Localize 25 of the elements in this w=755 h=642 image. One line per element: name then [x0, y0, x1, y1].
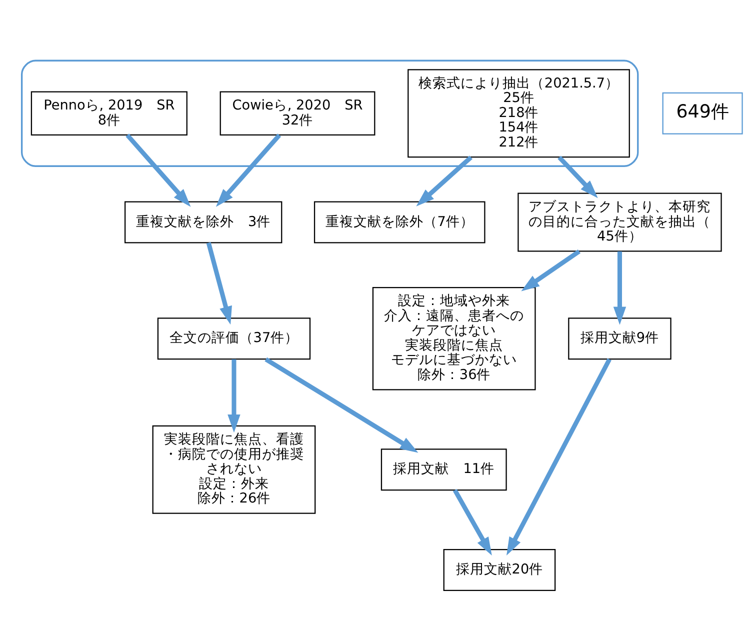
- node-box: 採用文献20件: [443, 549, 556, 592]
- arrow: [416, 156, 472, 206]
- arrow: [216, 134, 282, 207]
- node-box: 採用文献 11件: [380, 448, 507, 491]
- arrow: [521, 249, 580, 292]
- arrow: [206, 242, 232, 325]
- node-box: 採用文献9件: [568, 318, 672, 360]
- node-box: Pennoら, 2019 SR 8件: [30, 91, 188, 136]
- node-box: 全文の評価（37件）: [157, 318, 311, 360]
- arrow: [558, 156, 598, 198]
- node-box: アブストラクトより、本研究の目的に合った文献を抽出（45件）: [518, 192, 722, 252]
- node-box: 検索式により抽出（2021.5.7） 25件 218件 154件 212件: [408, 69, 630, 158]
- node-box: 設定：地域や外来 介入：遠隔、患者へのケアではない 実装段階に焦点 モデルに基づかない 除外：36件: [372, 286, 536, 390]
- node-box: 重複文献を除外（7件）: [314, 201, 486, 244]
- arrow: [126, 134, 191, 207]
- cluster: [20, 60, 639, 167]
- node-box: 実装段階に焦点、看護・病院での使用が推奨されない 設定：外来 除外：26件: [152, 425, 316, 514]
- arrow: [506, 358, 612, 556]
- node-box: 649件: [662, 92, 743, 134]
- arrow: [452, 489, 492, 556]
- arrow: [264, 357, 418, 453]
- node-box: 重複文献を除外 3件: [124, 201, 282, 244]
- node-box: Cowieら, 2020 SR 32件: [220, 91, 376, 136]
- arrow: [613, 251, 626, 325]
- arrow: [228, 359, 240, 433]
